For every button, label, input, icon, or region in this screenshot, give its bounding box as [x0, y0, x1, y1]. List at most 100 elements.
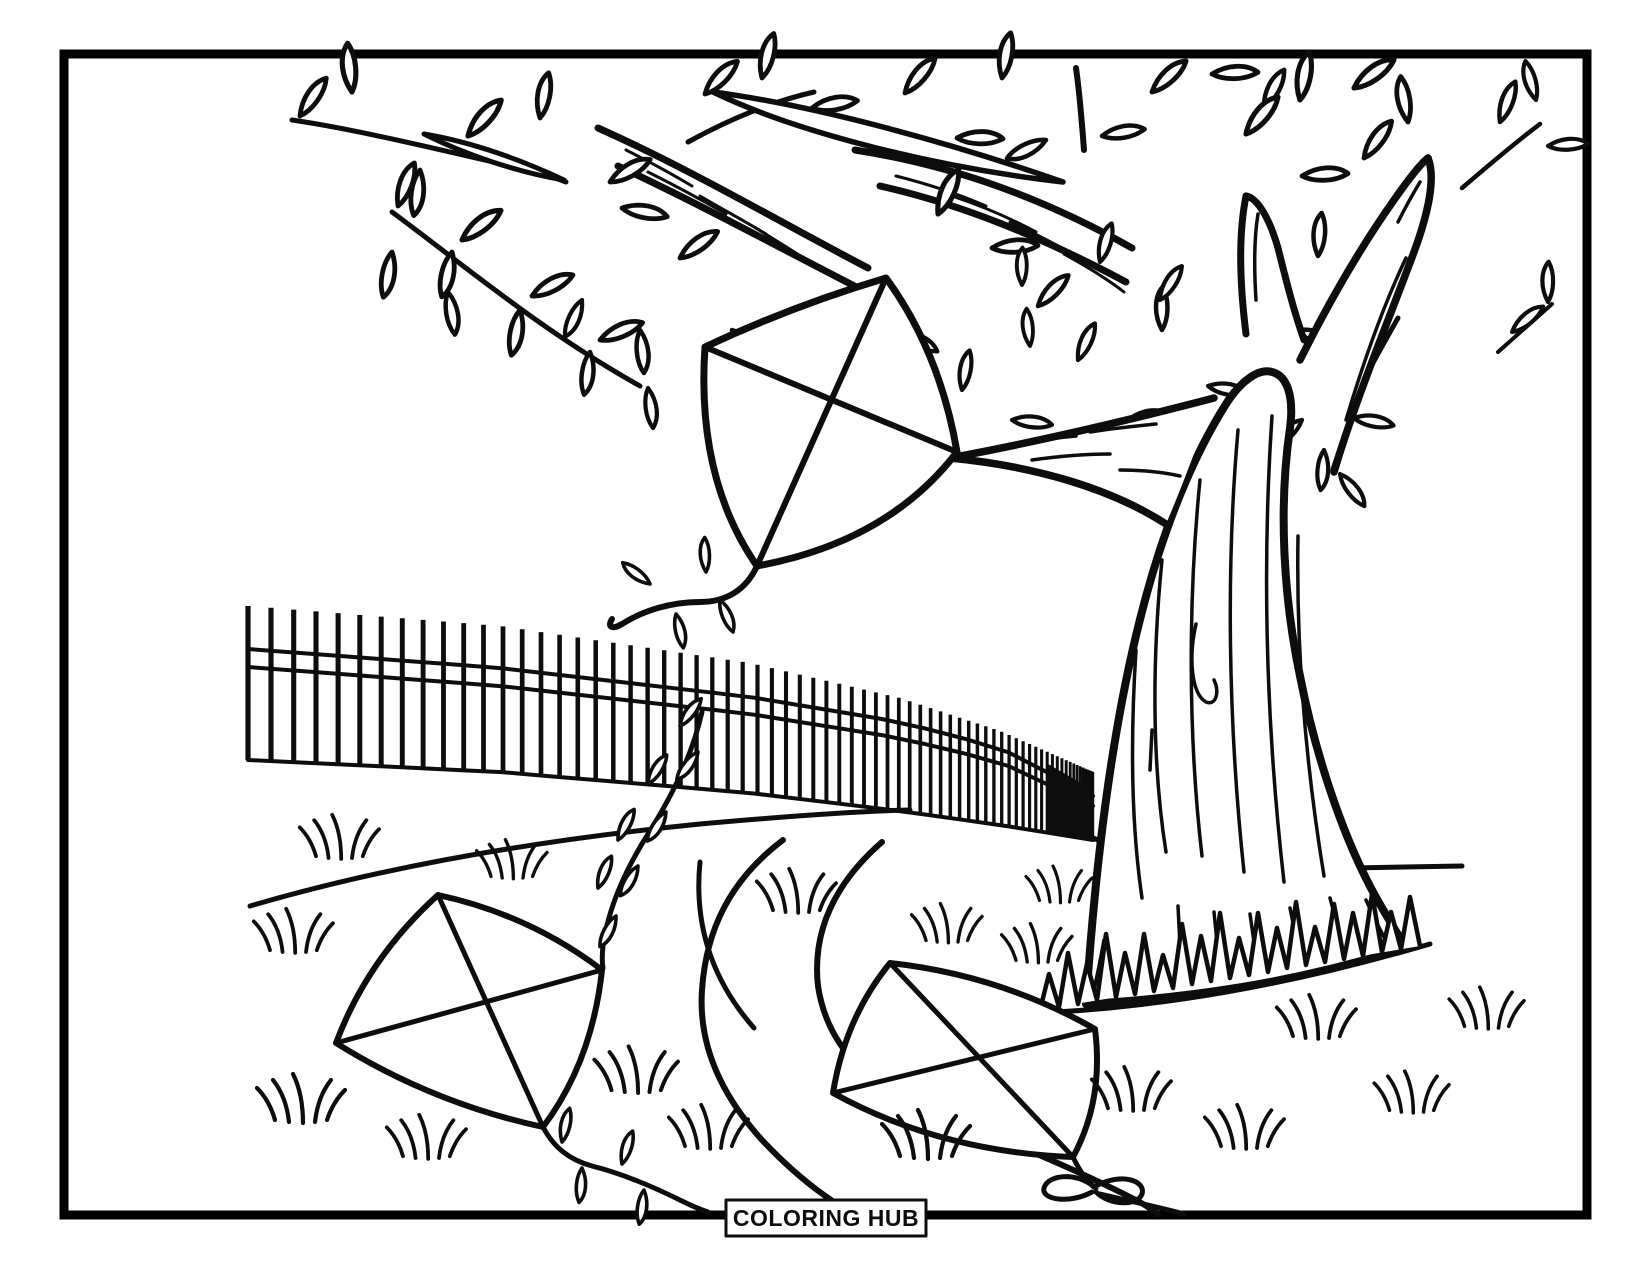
- leaf: [622, 194, 669, 229]
- footer: COLORING HUB: [724, 1198, 928, 1238]
- kite-tail: [607, 563, 760, 631]
- grass-tuft: [1447, 985, 1526, 1031]
- grass-tuft: [1089, 1064, 1173, 1113]
- leaf: [1031, 274, 1075, 307]
- canopy-twig: [389, 209, 643, 389]
- leaf: [641, 388, 662, 428]
- leaf: [692, 535, 717, 574]
- fence-vanishing-block: [1048, 764, 1093, 840]
- grass-tuft: [754, 866, 838, 915]
- leaf: [1354, 406, 1395, 437]
- leaf: [1355, 119, 1400, 158]
- kite-spars: [333, 892, 605, 1130]
- leaf: [1522, 61, 1538, 100]
- tree-branch-right: [1300, 158, 1432, 472]
- grass-tuft: [384, 1112, 468, 1161]
- kite-string-vine: [587, 695, 710, 971]
- leaf: [950, 350, 981, 391]
- grass-tuft: [909, 901, 984, 945]
- leaf: [1005, 139, 1048, 160]
- grass-tuft: [592, 1044, 680, 1095]
- leaf: [1349, 58, 1399, 89]
- grass-spikes: [1037, 891, 1423, 1011]
- grass-tuft: [251, 906, 335, 955]
- leaf: [290, 77, 335, 117]
- leaf: [556, 299, 593, 337]
- leaf: [460, 98, 509, 137]
- leaf: [587, 853, 622, 891]
- leaf: [1302, 161, 1349, 188]
- leaf: [1237, 95, 1286, 135]
- page-title: COLORING HUB: [733, 1205, 919, 1231]
- leaf: [1012, 408, 1053, 437]
- grass-tuft: [474, 837, 549, 881]
- leaf: [698, 60, 745, 95]
- canopy-blade: [421, 131, 567, 183]
- fence-pickets: [245, 606, 1095, 840]
- leaf: [1304, 212, 1334, 256]
- ribbon-bow: [1041, 1174, 1145, 1206]
- grass-tuft: [1372, 1069, 1451, 1115]
- grass-tuft: [257, 1074, 345, 1123]
- leaf: [897, 56, 943, 93]
- main-kite: [607, 274, 961, 650]
- small-kite-left: [333, 892, 711, 1227]
- leaf: [1102, 121, 1145, 142]
- ground-line: [1009, 941, 1433, 1017]
- leaf: [675, 230, 722, 259]
- leaf: [567, 1165, 595, 1205]
- leaf: [1015, 306, 1041, 349]
- ground-line: [1349, 863, 1465, 871]
- kite-sail: [700, 274, 961, 570]
- canopy-twig: [1073, 65, 1087, 153]
- picket-fence: [245, 606, 1095, 842]
- fence-rails: [246, 647, 1095, 842]
- leaf: [456, 208, 506, 240]
- leaf: [1068, 322, 1105, 360]
- leaf: [1535, 261, 1561, 302]
- leaf: [627, 1187, 657, 1227]
- kite-tail-bows: [550, 1105, 657, 1227]
- leaf: [1393, 76, 1415, 122]
- grass-tuft: [1202, 1102, 1286, 1151]
- leaf: [441, 292, 462, 335]
- grass-tuft: [999, 921, 1074, 965]
- kite-tail-bows: [619, 535, 737, 650]
- leaf: [590, 913, 627, 950]
- leaf: [429, 252, 465, 298]
- leaf: [670, 612, 690, 650]
- grass-tuft: [1024, 864, 1094, 905]
- title-box: [724, 1198, 928, 1238]
- leaf: [572, 352, 603, 396]
- kite-sail: [333, 892, 605, 1130]
- tree-branch-left: [950, 398, 1214, 524]
- leaf: [610, 1128, 644, 1167]
- ground-line: [247, 807, 913, 909]
- grass-tuft: [1274, 992, 1358, 1041]
- canopy-branch: [594, 124, 872, 296]
- leaf: [1488, 80, 1526, 122]
- leaf: [1212, 59, 1259, 86]
- grass-tuft: [297, 812, 381, 861]
- leaf: [717, 597, 737, 635]
- leaf: [812, 93, 858, 115]
- kite-string: [1097, 1191, 1187, 1217]
- tree-base-grass: [1009, 891, 1433, 1017]
- leaf: [1339, 469, 1366, 510]
- leaf: [631, 330, 655, 374]
- canopy-twig: [685, 89, 817, 145]
- leaf: [619, 554, 653, 593]
- canopy-branch: [851, 146, 1136, 294]
- path-edge: [698, 837, 837, 1205]
- canopy-twig: [1459, 121, 1543, 191]
- leaf: [1145, 59, 1192, 93]
- leaf: [526, 72, 561, 119]
- canopy-blade: [710, 89, 1066, 185]
- kite-spars: [830, 960, 1098, 1160]
- kite-tail: [540, 1124, 711, 1215]
- leaf: [371, 252, 406, 299]
- tree-canopy: [290, 32, 1588, 511]
- leaf: [529, 273, 575, 297]
- kite-spars: [702, 275, 960, 569]
